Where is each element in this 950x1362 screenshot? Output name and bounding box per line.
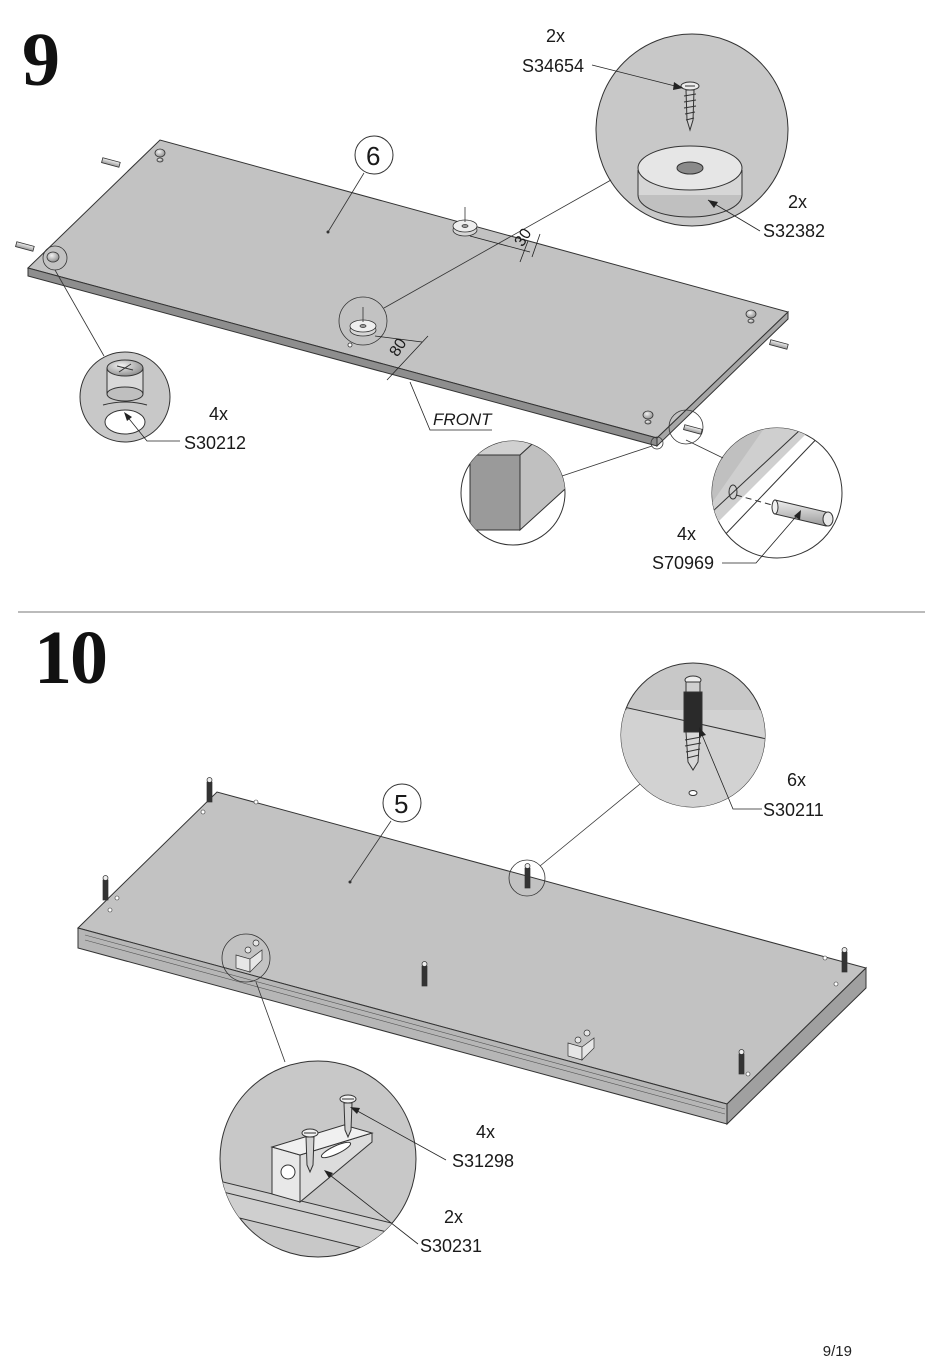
zoom-dowel bbox=[711, 427, 843, 559]
step-9-number: 9 bbox=[22, 18, 60, 102]
step-10-number: 10 bbox=[34, 616, 108, 700]
panel-6-badge bbox=[354, 135, 394, 175]
step9-diagram bbox=[15, 33, 843, 564]
part-qty: 2x bbox=[788, 192, 808, 212]
part-code: S70969 bbox=[652, 553, 715, 573]
part-code: S30211 bbox=[763, 800, 824, 820]
part-qty: 6x bbox=[787, 770, 807, 790]
part-code: S30212 bbox=[184, 433, 247, 453]
zoom-screw-glide bbox=[595, 33, 789, 227]
panel-6-side bbox=[656, 310, 789, 448]
page-number: 9/19 bbox=[822, 1343, 852, 1360]
front-label: FRONT bbox=[433, 410, 492, 429]
glide-pads bbox=[347, 207, 478, 348]
part-qty: 2x bbox=[444, 1207, 464, 1227]
panel-5-top bbox=[77, 791, 867, 1105]
part-code: S30231 bbox=[420, 1236, 483, 1256]
part-qty: 4x bbox=[677, 524, 697, 544]
zoom-connector-bolt bbox=[620, 662, 766, 808]
part-code: S31298 bbox=[452, 1151, 515, 1171]
panel-5-holes bbox=[107, 799, 839, 1077]
connector-bolts bbox=[102, 777, 848, 1075]
front-arrow bbox=[409, 381, 492, 431]
cam-locks bbox=[46, 148, 757, 425]
panel-6-label: 6 bbox=[366, 141, 381, 171]
zoom-cam-lock bbox=[79, 351, 171, 443]
zoom-bracket bbox=[219, 1060, 417, 1258]
part-qty: 4x bbox=[209, 404, 229, 424]
panel-5-label: 5 bbox=[394, 789, 409, 819]
step10-diagram bbox=[77, 662, 867, 1258]
dimension-80 bbox=[374, 335, 429, 381]
dowel-pins bbox=[15, 157, 789, 435]
part-code: S32382 bbox=[763, 221, 826, 241]
part-qty: 4x bbox=[476, 1122, 496, 1142]
angle-brackets bbox=[235, 939, 595, 1061]
part-qty: 2x bbox=[546, 26, 566, 46]
dimension-30 bbox=[469, 233, 541, 263]
part-code: S34654 bbox=[522, 56, 585, 76]
panel-5-side bbox=[726, 966, 867, 1126]
panel-5-badge bbox=[382, 783, 422, 823]
